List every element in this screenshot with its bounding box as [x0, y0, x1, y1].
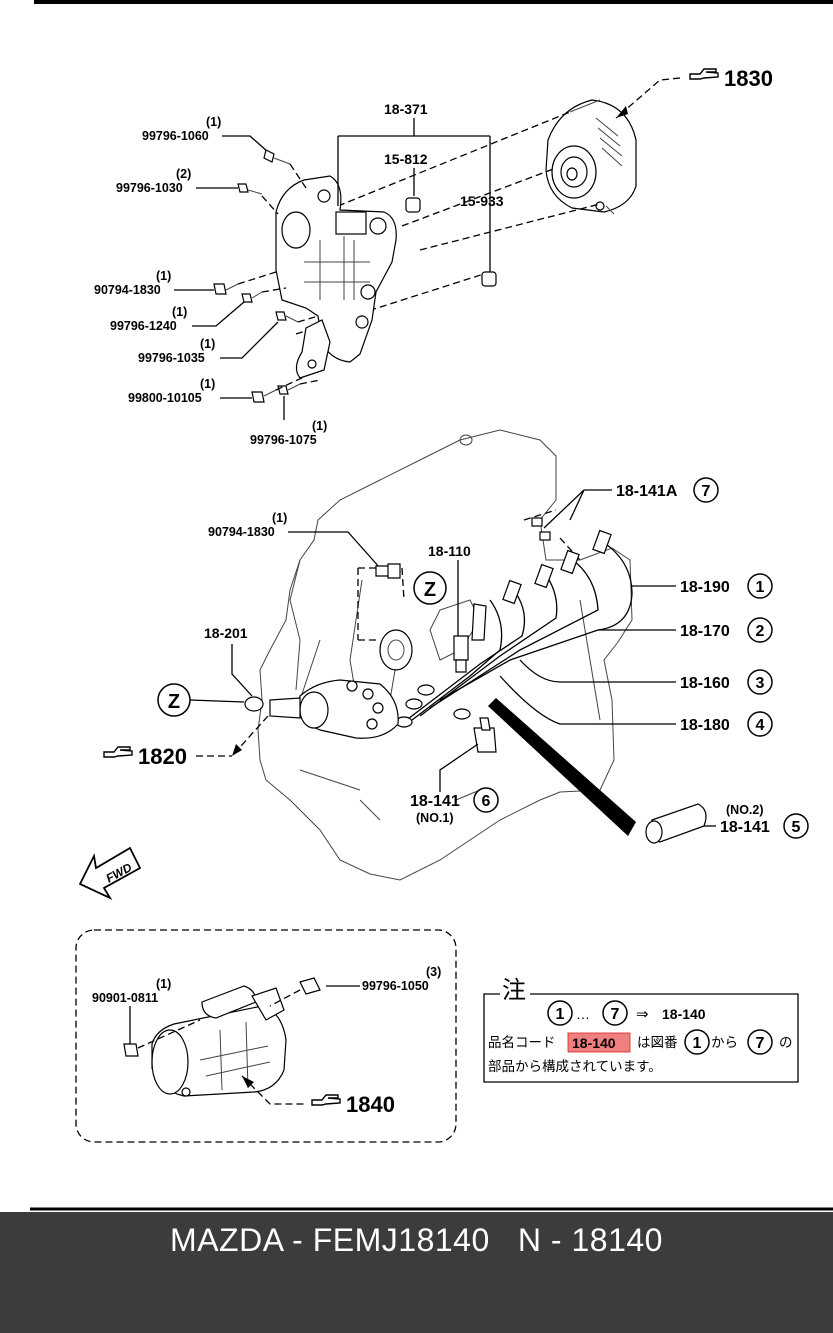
- svg-text:99796-1075: 99796-1075: [250, 433, 317, 447]
- svg-text:18-141A: 18-141A: [616, 483, 678, 500]
- footer-bar: [0, 1212, 833, 1333]
- svg-text:(NO.2): (NO.2): [726, 803, 764, 817]
- svg-text:18-170: 18-170: [680, 623, 730, 640]
- part-18-170-callout: 18-170 2: [598, 617, 773, 643]
- svg-text:(1): (1): [200, 377, 215, 391]
- svg-text:18-140: 18-140: [572, 1035, 616, 1051]
- part-15-933: 15-933: [460, 193, 504, 209]
- ref-1840[interactable]: 1840: [311, 1092, 395, 1117]
- starter-dashed-box: [75, 929, 457, 1143]
- svg-text:(1): (1): [156, 977, 171, 991]
- svg-text:(1): (1): [206, 115, 221, 129]
- svg-text:(1): (1): [200, 337, 215, 351]
- svg-text:…: …: [576, 1006, 590, 1022]
- ref-1830[interactable]: 1830: [689, 66, 773, 91]
- part-18-141-no2-callout: (NO.2) 18-141 5: [645, 803, 809, 844]
- svg-text:90794-1830: 90794-1830: [94, 283, 161, 297]
- svg-text:(2): (2): [176, 167, 191, 181]
- cable-wedge: [488, 698, 636, 836]
- svg-text:1830: 1830: [724, 66, 773, 91]
- bolt-callout-5: (1) 99796-1035: [138, 311, 299, 365]
- svg-text:18-201: 18-201: [204, 625, 248, 641]
- svg-text:(1): (1): [156, 269, 171, 283]
- alternator-illustration: [545, 99, 637, 215]
- bolt-callout-4: (1) 99796-1240: [110, 291, 263, 333]
- svg-text:Z: Z: [168, 691, 180, 713]
- svg-text:2: 2: [756, 623, 765, 640]
- svg-text:(1): (1): [172, 305, 187, 319]
- svg-text:1: 1: [693, 1035, 702, 1052]
- svg-text:(1): (1): [272, 511, 287, 525]
- svg-text:5: 5: [792, 819, 801, 836]
- svg-text:18-160: 18-160: [680, 675, 730, 692]
- svg-text:1840: 1840: [346, 1092, 395, 1117]
- distributor-illustration: [269, 679, 399, 739]
- svg-text:Z: Z: [424, 579, 436, 601]
- svg-text:18-140: 18-140: [662, 1006, 706, 1022]
- part-18-160-callout: 18-160 3: [519, 659, 773, 695]
- part-18-141-no1-callout: 18-141 6 (NO.1): [410, 717, 499, 825]
- starter-motor-illustration: [151, 985, 287, 1097]
- svg-text:99800-10105: 99800-10105: [128, 391, 202, 405]
- svg-text:(NO.1): (NO.1): [416, 811, 454, 825]
- footer-title: MAZDA - FEMJ18140 N - 18140: [170, 1222, 663, 1258]
- svg-text:18-180: 18-180: [680, 717, 730, 734]
- bolt-callout-2: (2) 99796-1030: [116, 167, 263, 195]
- ref-1820[interactable]: 1820: [103, 744, 232, 769]
- svg-text:99796-1050: 99796-1050: [362, 979, 429, 993]
- svg-text:⇒: ⇒: [636, 1006, 649, 1023]
- ignition-wires-illustration: [395, 529, 633, 728]
- svg-text:から: から: [711, 1035, 738, 1050]
- parts-diagram: 1830 18-371 15-812 15-933 (1) 99796-1060…: [30, 0, 833, 1211]
- svg-text:99796-1030: 99796-1030: [116, 181, 183, 195]
- alternator-bracket-illustration: [275, 175, 397, 379]
- svg-text:18-190: 18-190: [680, 579, 730, 596]
- svg-text:7: 7: [702, 483, 711, 500]
- starter-bolt-right-callout: (3) 99796-1050: [269, 965, 441, 1007]
- part-18-180-callout: 18-180 4: [499, 675, 773, 737]
- svg-text:3: 3: [756, 675, 765, 692]
- svg-text:は図番: は図番: [637, 1035, 678, 1050]
- note-title: 注: [502, 977, 526, 1004]
- spark-plug-illustration: [453, 603, 487, 673]
- bolt-callout-1: (1) 99796-1060: [142, 115, 291, 165]
- bolt-callout-6: (1) 99800-10105: [128, 377, 277, 405]
- svg-text:99796-1060: 99796-1060: [142, 129, 209, 143]
- fwd-arrow: FWD: [78, 846, 142, 901]
- svg-text:18-141: 18-141: [720, 819, 770, 836]
- svg-text:1: 1: [756, 579, 765, 596]
- part-18-141A-callout: 18-141A 7: [523, 477, 719, 561]
- svg-text:7: 7: [756, 1035, 765, 1052]
- zone-marker-z-lower: Z: [157, 683, 245, 717]
- svg-text:90901-0811: 90901-0811: [92, 991, 158, 1005]
- svg-text:99796-1240: 99796-1240: [110, 319, 177, 333]
- zone-marker-z-upper: Z: [413, 571, 447, 605]
- svg-text:99796-1035: 99796-1035: [138, 351, 205, 365]
- svg-text:部品から構成されています。: 部品から構成されています。: [488, 1059, 662, 1074]
- part-18-110: 18-110: [428, 543, 471, 559]
- svg-text:7: 7: [611, 1006, 620, 1023]
- svg-text:(1): (1): [312, 419, 327, 433]
- svg-text:4: 4: [756, 717, 765, 734]
- svg-text:の: の: [779, 1035, 793, 1050]
- svg-text:(3): (3): [426, 965, 441, 979]
- code-highlight: [567, 1032, 631, 1053]
- svg-text:18-141: 18-141: [410, 793, 460, 810]
- bolt-callout-3: (1) 90794-1830: [94, 269, 239, 297]
- svg-text:90794-1830: 90794-1830: [208, 525, 275, 539]
- svg-text:6: 6: [482, 793, 491, 810]
- svg-text:品名コード: 品名コード: [488, 1035, 556, 1050]
- svg-text:1: 1: [556, 1006, 565, 1023]
- engine-block-illustration: [257, 429, 633, 881]
- part-18-201-callout: 18-201: [204, 625, 264, 712]
- starter-bolt-left-callout: (1) 90901-0811: [92, 977, 201, 1057]
- part-15-812: 15-812: [384, 151, 428, 167]
- bolt-callout-8: (1) 90794-1830: [208, 511, 401, 579]
- svg-text:1820: 1820: [138, 744, 187, 769]
- part-18-190-callout: 18-190 1: [632, 573, 773, 599]
- note-box: 注 1 … 7 ⇒ 18-140 品名コード 18-140 は図番 1 から 7…: [483, 977, 799, 1083]
- part-18-371: 18-371: [384, 101, 428, 117]
